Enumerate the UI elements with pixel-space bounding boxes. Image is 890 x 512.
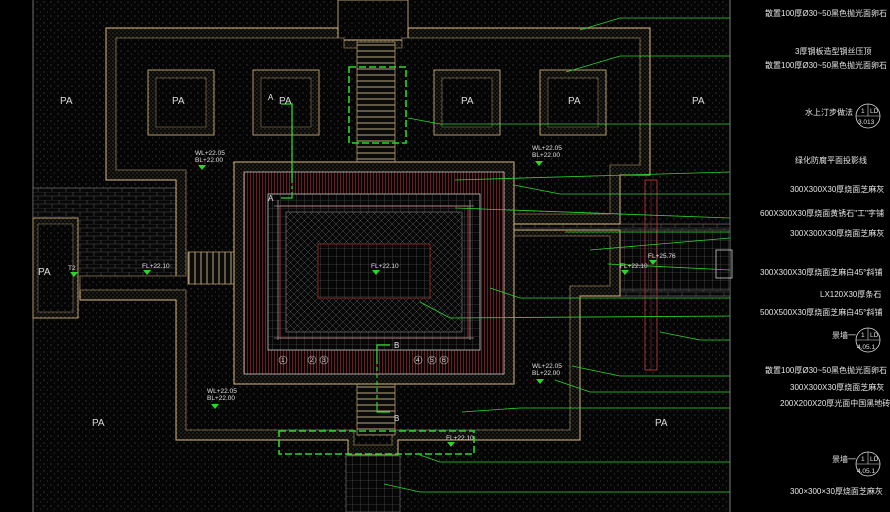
svg-text:BL+22.00: BL+22.00 xyxy=(207,395,235,402)
zone-label-pa-5: PA xyxy=(568,96,581,107)
annotation-3: 散置100厚Ø30~50黑色抛光面卵石 xyxy=(765,60,887,70)
level-tag-2: WL+22.05 BL+22.00 xyxy=(532,145,562,166)
right-grid-paving xyxy=(619,229,731,291)
section-mark-b-top: B xyxy=(394,341,399,350)
svg-text:LD: LD xyxy=(870,456,879,463)
svg-text:3: 3 xyxy=(322,357,326,364)
annotation-2: 3厚钢板造型钢丝压顶 xyxy=(795,46,871,56)
bottom-stepping-stones xyxy=(356,374,396,436)
svg-text:LD: LD xyxy=(870,332,879,339)
floor-level-right: FL+22.10 xyxy=(620,263,648,275)
section-mark-a-mid: A xyxy=(268,194,274,203)
annotation-7: 600X300X30厚烧面黄锈石"工"字铺 xyxy=(760,208,884,218)
floor-level-edge: FL+25.76 xyxy=(648,253,676,265)
detail-ref-3: 1 LD 4.05.1 xyxy=(855,451,881,477)
svg-text:FL+22.10: FL+22.10 xyxy=(446,435,474,442)
level-tag-3: WL+22.05 BL+22.00 xyxy=(207,388,237,409)
svg-text:FL+22.10: FL+22.10 xyxy=(371,263,399,270)
svg-text:4: 4 xyxy=(416,357,420,364)
section-mark-b-bottom: B xyxy=(394,414,399,423)
svg-text:WL+22.05: WL+22.05 xyxy=(195,150,225,157)
annotation-10: LX120X30厚条石 xyxy=(820,289,881,299)
svg-text:FL+25.76: FL+25.76 xyxy=(648,253,676,260)
annotation-5: 绿化防腐平面投影线 xyxy=(795,155,867,165)
svg-text:5: 5 xyxy=(430,357,434,364)
svg-text:6: 6 xyxy=(442,357,446,364)
svg-text:2: 2 xyxy=(310,357,314,364)
left-stepping-stones xyxy=(187,251,239,285)
svg-text:T2: T2 xyxy=(68,265,76,272)
zone-label-pa-7: PA xyxy=(38,267,51,278)
top-stepping-stones xyxy=(356,41,396,165)
svg-text:1: 1 xyxy=(861,332,865,339)
annotation-15: 200X200X20厚光面中国黑地砖 xyxy=(780,398,890,408)
level-tag-4: WL+22.05 BL+22.00 xyxy=(532,363,562,384)
bottom-grid-paving xyxy=(345,454,401,512)
section-line-a xyxy=(281,103,293,199)
bottom-callout-box xyxy=(278,430,475,455)
svg-text:LD: LD xyxy=(870,108,879,115)
zone-label-pa-9: PA xyxy=(655,418,668,429)
zone-label-pa-4: PA xyxy=(461,96,474,107)
svg-text:WL+22.05: WL+22.05 xyxy=(207,388,237,395)
stepping-stone-callout-box xyxy=(348,66,407,144)
svg-text:WL+22.05: WL+22.05 xyxy=(532,145,562,152)
left-planter xyxy=(37,223,74,313)
svg-text:1: 1 xyxy=(861,108,865,115)
leader-lines xyxy=(383,17,731,493)
svg-text:4.05.1: 4.05.1 xyxy=(857,344,875,351)
svg-text:1: 1 xyxy=(861,456,865,463)
detail-ref-1: 1 LD 3.013 xyxy=(855,103,881,129)
annotation-6: 300X300X30厚烧面芝麻灰 xyxy=(790,184,884,194)
section-line-b xyxy=(376,344,390,413)
svg-text:FL+22.10: FL+22.10 xyxy=(142,263,170,270)
annotation-11: 500X500X30厚烧面芝麻白45°斜铺 xyxy=(760,307,882,317)
section-mark-a-top: A xyxy=(268,93,274,102)
annotation-17: 300×300×30厚烧面芝麻灰 xyxy=(790,486,883,496)
tree-planter-1 xyxy=(147,69,215,136)
tree-planter-2 xyxy=(252,69,320,136)
zone-label-pa-8: PA xyxy=(92,418,105,429)
floor-level-left: FL+22.10 xyxy=(142,263,170,275)
annotation-8: 300X300X30厚烧面芝麻灰 xyxy=(790,228,884,238)
svg-text:BL+22.00: BL+22.00 xyxy=(195,157,223,164)
annotation-14: 300X300X30厚烧面芝麻灰 xyxy=(790,382,884,392)
annotation-12: 景墙一 xyxy=(832,330,856,340)
svg-text:4.05.1: 4.05.1 xyxy=(857,468,875,475)
zone-label-pa-1: PA xyxy=(60,96,73,107)
sign-t2: T2 xyxy=(68,265,78,277)
annotation-1: 散置100厚Ø30~50黑色抛光面卵石 xyxy=(765,8,887,18)
svg-text:WL+22.05: WL+22.05 xyxy=(532,363,562,370)
detail-ref-2: 1 LD 4.05.1 xyxy=(855,327,881,353)
svg-text:BL+22.00: BL+22.00 xyxy=(532,370,560,377)
column-numbers: 1 2 3 4 5 6 xyxy=(278,355,449,365)
zone-label-pa-2: PA xyxy=(172,96,185,107)
floor-level-bottom: FL+22.10 xyxy=(446,435,474,447)
svg-text:1: 1 xyxy=(281,357,285,364)
annotation-16: 景墙一 xyxy=(832,454,856,464)
svg-text:3.013: 3.013 xyxy=(858,119,875,126)
zone-label-pa-3: PA xyxy=(279,96,292,107)
zone-label-pa-6: PA xyxy=(692,96,705,107)
platform-column-marks xyxy=(274,200,474,340)
svg-text:FL+22.10: FL+22.10 xyxy=(620,263,648,270)
svg-text:BL+22.00: BL+22.00 xyxy=(532,152,560,159)
floor-level-center: FL+22.10 xyxy=(371,263,399,275)
annotation-4: 水上汀步做法 xyxy=(805,107,853,117)
annotation-9: 300X300X30厚烧面芝麻白45°斜铺 xyxy=(760,267,882,277)
top-entry-bed xyxy=(337,0,409,41)
level-tag-1: WL+22.05 BL+22.00 xyxy=(195,150,225,170)
annotation-13: 散置100厚Ø30~50黑色抛光面卵石 xyxy=(765,365,887,375)
